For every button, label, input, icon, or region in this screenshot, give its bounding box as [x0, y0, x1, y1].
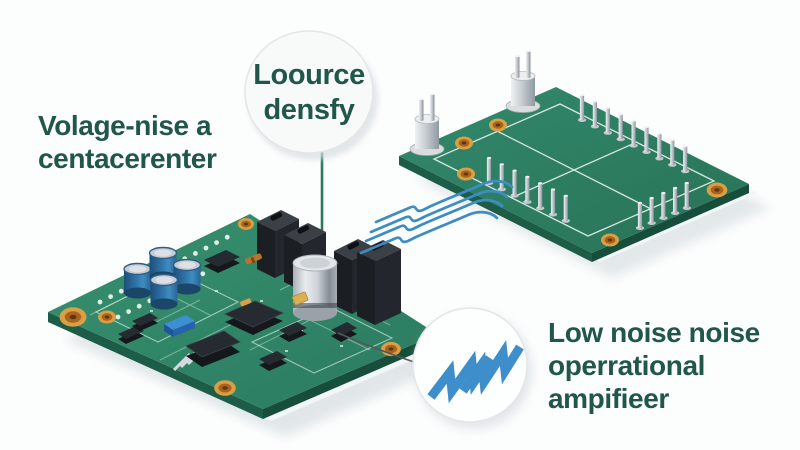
small-ic [204, 250, 240, 273]
small-ic [259, 351, 287, 371]
left-pcb [48, 210, 437, 419]
relay-box [357, 240, 401, 325]
left-annotation: Volage-nise a centacerenter [38, 109, 217, 175]
blue-wire [369, 189, 509, 234]
left-annotation-line-1: Volage-nise a [38, 110, 212, 141]
blue-wire [374, 179, 514, 224]
right-annotation-line-3: ampifieer [548, 383, 669, 414]
blue-jumper [164, 315, 195, 337]
connection-wires [359, 179, 514, 255]
bubble-annotation-line-2: densfy [263, 94, 355, 126]
resistors [240, 253, 309, 307]
transistor [132, 313, 158, 331]
voltage-regulator [172, 330, 241, 372]
blue-capacitors [123, 246, 202, 310]
circle-leader-line [337, 332, 415, 363]
blue-wire [364, 198, 504, 243]
bubble-annotation-line-1: Loource [253, 59, 365, 91]
noise-circle-callout [412, 307, 532, 429]
left-annotation-line-2: centacerenter [38, 143, 217, 174]
noise-zigzag-icon [427, 340, 524, 404]
callout-bubble [244, 30, 378, 160]
main-ic-chip [224, 300, 284, 335]
silkscreen-grid [432, 103, 716, 237]
bubble-annotation: Loource densfy [253, 58, 365, 128]
small-ic [279, 322, 307, 342]
right-annotation-line-1: Low noise noise [548, 317, 760, 348]
right-pcb [399, 49, 749, 262]
blue-wire [359, 210, 499, 255]
right-annotation: Low noise noise operrational ampifieer [548, 316, 760, 415]
electrolytic-capacitor [292, 254, 338, 321]
right-annotation-line-2: operrational [548, 350, 706, 381]
